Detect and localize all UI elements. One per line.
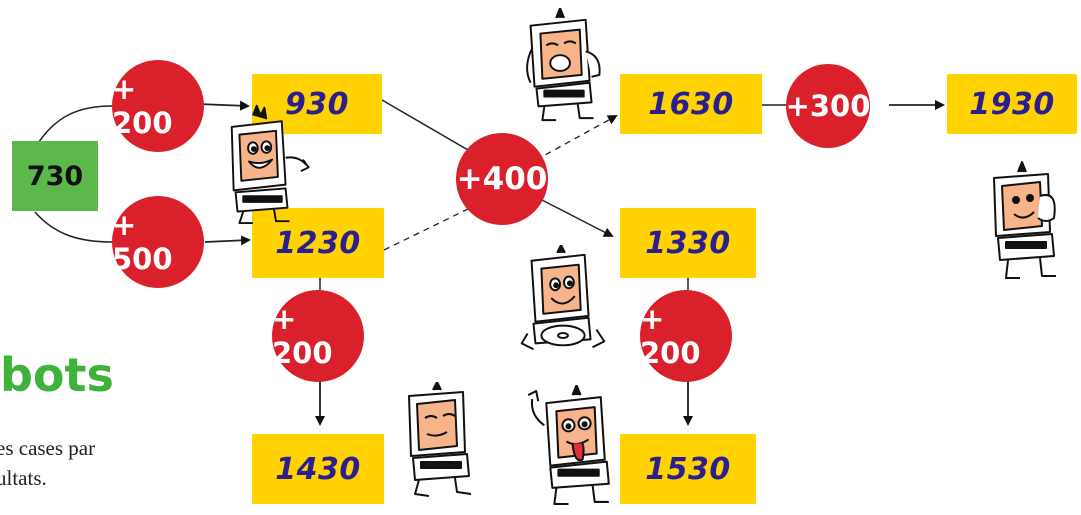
- operation-plus200-right: + 200: [640, 290, 732, 382]
- robot-holding-cd-icon: [520, 245, 606, 351]
- arrow-plus200-to-930: [197, 100, 250, 111]
- arrow-plus500-to-1230: [204, 235, 251, 246]
- start-value-box: 730: [12, 141, 98, 211]
- value-box-1230: 1230: [252, 208, 384, 278]
- robot-crying-icon: [526, 8, 601, 122]
- instruction-line-2: ultats.: [0, 466, 47, 490]
- robot-presenting-icon: [230, 104, 310, 225]
- section-heading: bots: [0, 348, 114, 402]
- connector-730-to-plus200: [34, 105, 113, 149]
- operation-plus200-left: + 200: [272, 290, 364, 382]
- robot-phone-icon: [993, 161, 1056, 279]
- arrow-plus400-to-1330: [541, 199, 614, 237]
- robot-tongue-out-icon: [527, 385, 610, 505]
- dashed-plus400-to-1630: [535, 115, 618, 161]
- value-box-1430: 1430: [252, 434, 384, 504]
- operation-plus200-top: + 200: [112, 60, 204, 152]
- value-box-1930: 1930: [947, 74, 1077, 134]
- instruction-line-1: es cases par: [0, 436, 96, 460]
- connector-730-to-plus500: [34, 211, 113, 243]
- dashed-1230-to-plus400: [383, 207, 471, 251]
- connector-930-to-plus400: [381, 99, 469, 151]
- operation-plus300: +300: [786, 64, 870, 148]
- value-box-1330: 1330: [620, 208, 756, 278]
- robot-sleepy-icon: [408, 382, 472, 497]
- operation-plus400: +400: [456, 133, 548, 225]
- value-box-1630: 1630: [620, 74, 762, 134]
- operation-plus500: + 500: [112, 196, 204, 288]
- value-box-1530: 1530: [620, 434, 756, 504]
